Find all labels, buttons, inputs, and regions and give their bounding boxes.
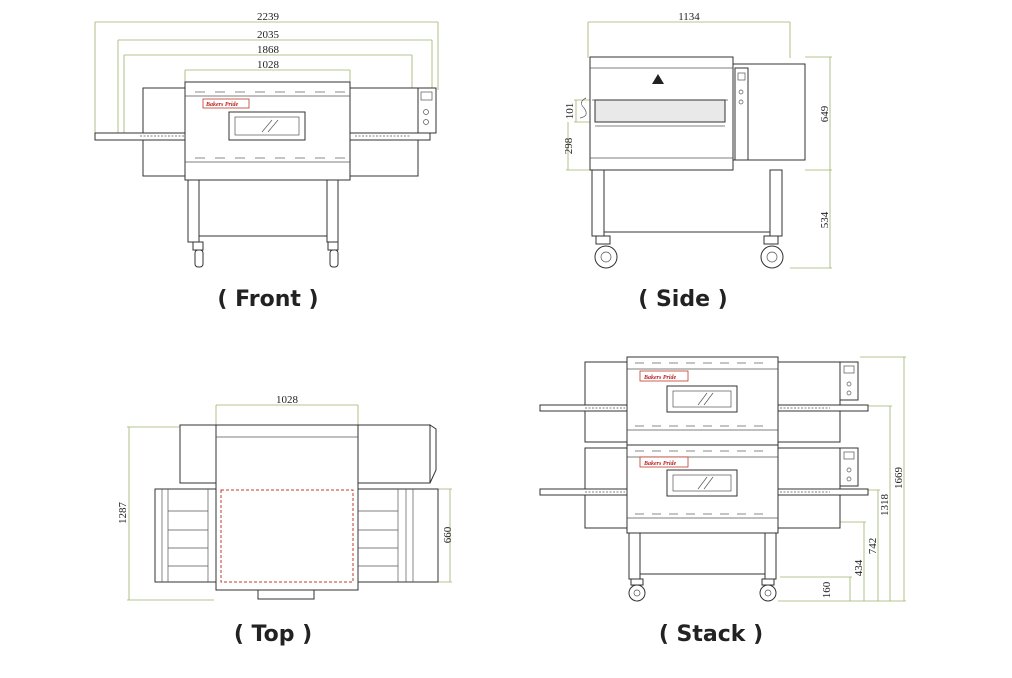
top-dim-depth: 1287 [117, 502, 129, 525]
caption-side: ( Side ) [638, 287, 727, 312]
caption-stack: ( Stack ) [659, 622, 763, 647]
stack-wheel-right [759, 584, 777, 602]
side-dim-conveyor: 298 [563, 137, 575, 154]
front-dim-belt-inner: 1868 [257, 44, 280, 56]
stack-wheel-left [628, 584, 646, 602]
stack-dim-mid: 1318 [879, 494, 891, 517]
side-dimensions: 1134 649 534 101 298 [563, 11, 832, 269]
top-view: 1028 1287 660 [117, 394, 454, 601]
stack-view: 1669 1318 742 434 160 Bakers Pride [539, 356, 906, 602]
top-belt-left [154, 488, 217, 583]
stack-dim-deck: 434 [853, 559, 865, 576]
front-brand-plate [202, 98, 250, 109]
warning-triangle-icon [652, 74, 664, 84]
side-view: 1134 649 534 101 298 [563, 11, 832, 269]
stack-lower-oven: Bakers Pride [539, 444, 869, 534]
front-dim-chamber: 1028 [257, 59, 280, 71]
front-dim-belt-overall: 2035 [257, 29, 280, 41]
side-dim-depth: 1134 [678, 11, 700, 23]
front-dimensions: 2239 2035 1868 1028 [94, 11, 439, 140]
side-wheel-left [594, 245, 618, 269]
side-dim-upper: 649 [819, 105, 831, 122]
stack-dim-leg: 160 [821, 581, 833, 598]
top-handle [257, 589, 315, 600]
top-oven-body [215, 424, 359, 591]
stack-upper-logo: Bakers Pride [643, 375, 677, 381]
front-caster-right [329, 249, 339, 268]
top-dim-belt: 660 [442, 526, 454, 543]
top-dimensions: 1028 1287 660 [117, 394, 454, 601]
front-dim-overall: 2239 [257, 11, 280, 23]
top-baking-area [220, 489, 354, 583]
caption-front: ( Front ) [217, 287, 318, 312]
stack-upper-oven: Bakers Pride [539, 356, 869, 446]
front-view: 2239 2035 1868 1028 Bakers Pride [94, 11, 439, 268]
front-logo-text: Bakers Pride [205, 102, 239, 108]
side-conveyor-opening [594, 99, 726, 123]
side-wheel-right [760, 245, 784, 269]
side-dim-opening: 101 [564, 103, 576, 120]
stack-dim-total: 1669 [893, 467, 905, 490]
stack-lower-logo: Bakers Pride [643, 461, 677, 467]
side-cord [579, 97, 587, 119]
front-caster-left [194, 249, 204, 268]
caption-top: ( Top ) [234, 622, 312, 647]
stack-dim-lower: 742 [867, 538, 879, 555]
side-dim-lower: 534 [819, 211, 831, 228]
top-dim-width: 1028 [276, 394, 299, 406]
